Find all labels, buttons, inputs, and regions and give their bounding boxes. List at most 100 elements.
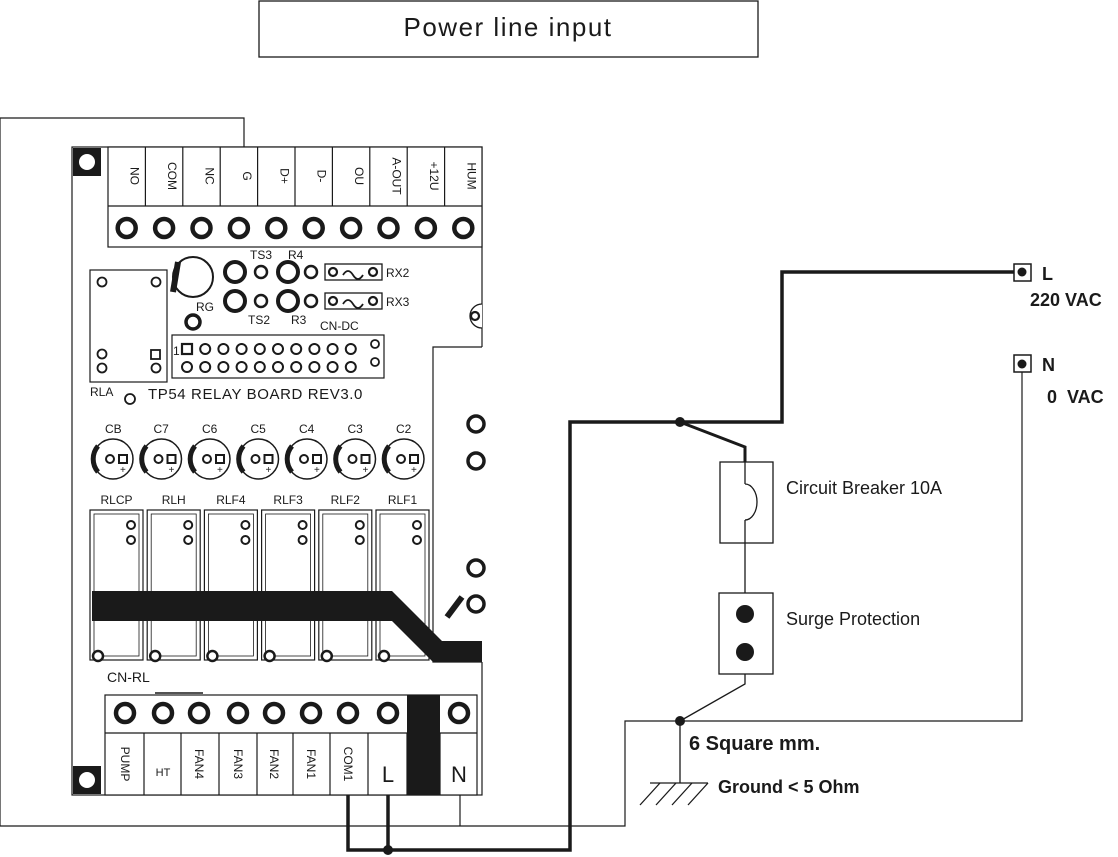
relay: [146, 509, 201, 661]
r4-label: R4: [288, 248, 304, 262]
top-terminal-label: NO: [128, 167, 142, 185]
top-terminal-label: D-: [315, 170, 329, 183]
capacitor-label: C7: [154, 422, 170, 436]
screw-terminal: [227, 216, 251, 240]
trace-jumper: [444, 595, 465, 619]
screw-terminal: [377, 216, 400, 240]
r3-label: R3: [291, 313, 307, 327]
board-cutout: [433, 347, 493, 662]
page-title: Power line input: [404, 12, 613, 42]
capacitor-polarity: +: [363, 465, 369, 476]
bottom-terminal-label: FAN4: [192, 749, 206, 779]
neutral-terminal-label: N: [1042, 355, 1055, 375]
screw-terminal: [190, 216, 213, 240]
relay-label: RLH: [162, 493, 186, 507]
rx3-label: RX3: [386, 295, 410, 309]
header-pin: [253, 361, 266, 373]
top-terminal-label: NC: [203, 167, 217, 185]
screw-terminal: [115, 216, 138, 240]
potentiometer-rg: RG: [170, 256, 214, 331]
surge-label: Surge Protection: [786, 609, 920, 629]
pin1-label: 1: [173, 344, 180, 358]
capacitor-label: C4: [299, 422, 315, 436]
rx2-label: RX2: [386, 266, 410, 280]
screw-terminal: [339, 216, 363, 240]
rla-label: RLA: [90, 385, 113, 399]
bottom-terminal-label: HT: [156, 767, 171, 779]
line-terminal-label: L: [1042, 264, 1053, 284]
header-pin: [235, 343, 248, 355]
capacitor-polarity: +: [266, 465, 272, 476]
breaker-box: [719, 461, 774, 544]
header-pin: [253, 343, 266, 355]
relay-label: RLCP: [100, 493, 132, 507]
screw-terminal: [302, 216, 325, 240]
screw-terminal: [336, 701, 360, 725]
capacitor-label: C3: [348, 422, 364, 436]
screw-terminal: [113, 701, 137, 725]
top-terminal-label: COM: [165, 162, 179, 190]
surge-to-ground-wire: [679, 674, 746, 722]
ts3-label: TS3: [250, 248, 272, 262]
header-pin: [272, 343, 284, 355]
bottom-terminal-label: FAN3: [231, 749, 245, 779]
header-pin: [217, 361, 230, 373]
relay: [89, 509, 144, 661]
cn-rl-label: CN-RL: [107, 669, 150, 685]
header-pin: [199, 361, 212, 373]
header-pin: [344, 361, 357, 373]
header-pin: [199, 343, 212, 355]
wire-gauge-label: 6 Square mm.: [689, 733, 820, 755]
header-pin: [180, 342, 194, 356]
terminal-bridge-block: [407, 695, 440, 795]
screw-terminal: [151, 701, 175, 725]
potentiometer-wiper: [170, 261, 181, 293]
relay: [203, 509, 258, 661]
screw-terminal: [152, 216, 176, 240]
capacitor-label: C5: [251, 422, 267, 436]
relay-label: RLF2: [331, 493, 361, 507]
capacitor-polarity: +: [120, 465, 126, 476]
title-frame: [258, 0, 759, 58]
top-terminal-label: HUM: [464, 162, 478, 189]
header-pin: [272, 361, 284, 373]
relay-label: RLF3: [273, 493, 303, 507]
top-terminal-label: +12U: [427, 161, 441, 190]
relay-label: RLF4: [216, 493, 246, 507]
screw-terminal: [299, 701, 323, 725]
mount-hole-bl-center: [79, 772, 95, 788]
bottom-terminal-label: N: [451, 762, 467, 787]
screw-terminal: [226, 701, 250, 725]
top-terminal-label: D+: [277, 168, 291, 184]
line-terminal: L 220 VAC: [1013, 263, 1102, 310]
top-terminal-label: G: [240, 171, 254, 180]
rx-components: RX2 RX3: [324, 263, 410, 310]
board-name: TP54 RELAY BOARD REV3.0: [148, 386, 363, 403]
header-pin: [326, 361, 339, 373]
potentiometer-pin: [184, 313, 202, 331]
ts-r-components: TS3 R4 TS2 R3: [223, 248, 319, 327]
bottom-terminal-label: PUMP: [118, 747, 132, 782]
ground-label: Ground < 5 Ohm: [718, 777, 860, 797]
header-pin: [217, 343, 230, 355]
header-pin: [326, 343, 339, 355]
capacitor-label: C6: [202, 422, 218, 436]
breaker-label: Circuit Breaker 10A: [786, 478, 942, 498]
header-pin: [181, 361, 193, 373]
screw-terminal: [262, 701, 286, 725]
junction-dot-bottom: [383, 845, 393, 855]
header-pin: [235, 361, 248, 373]
breaker-feed-wire: [679, 420, 747, 462]
relay-label: RLF1: [388, 493, 418, 507]
relay-rla: RLA: [89, 269, 168, 405]
breaker-symbol: [744, 483, 758, 521]
cn-dc-header: CN-DC 1: [171, 319, 385, 379]
neutral-wire: [0, 117, 1023, 827]
screw-terminal: [376, 701, 400, 725]
line-voltage-label: 220 VAC: [1030, 290, 1102, 310]
